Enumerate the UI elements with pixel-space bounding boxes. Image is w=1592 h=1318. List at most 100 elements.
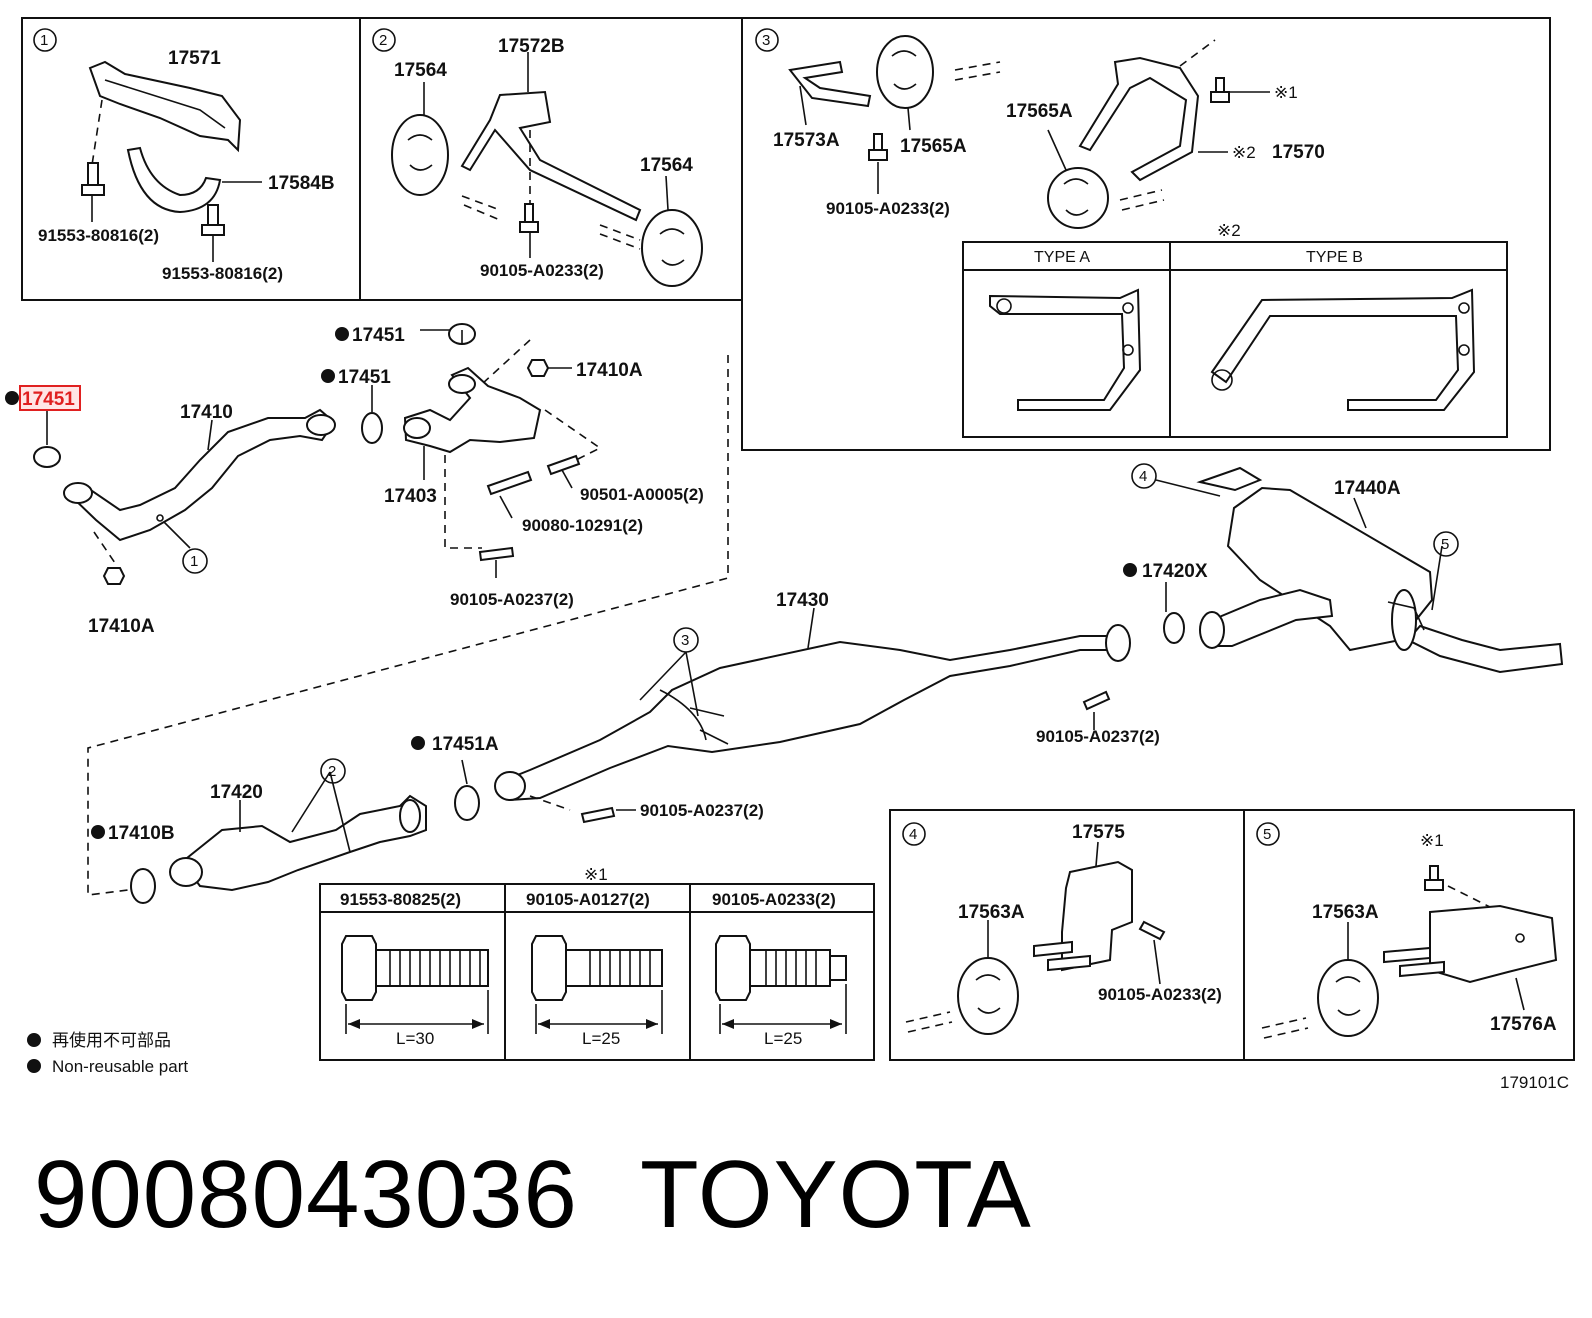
label-17430: 17430 xyxy=(776,590,829,611)
catalytic-converter-17420 xyxy=(180,794,427,892)
ref-note-1: ※1 xyxy=(1274,83,1298,102)
bolt-icon xyxy=(1082,690,1111,711)
type-table-title: ※2 xyxy=(1217,221,1241,240)
label-91553-80816-a: 91553-80816(2) xyxy=(38,226,159,245)
non-reusable-dot xyxy=(91,825,105,839)
bolt-icon xyxy=(478,546,515,562)
callout-4: 4 xyxy=(1131,463,1157,489)
bolt-col-1-length: L=30 xyxy=(396,1029,434,1048)
panel-1: 1 17571 17584B 91553-80816(2) 91553-8081… xyxy=(21,17,361,301)
bolt-icon xyxy=(1424,865,1444,891)
svg-text:4: 4 xyxy=(1139,468,1147,485)
label-17410A-bottom: 17410A xyxy=(88,616,155,637)
hanger-bracket-17570 xyxy=(1078,56,1200,182)
label-90105-A0233-p2: 90105-A0233(2) xyxy=(480,261,604,280)
gasket-17451A xyxy=(454,785,480,821)
rubber-hanger-17563A-p4 xyxy=(957,957,1019,1035)
footer-part-number: 9008043036 xyxy=(34,1141,578,1248)
type-b-hanger xyxy=(1210,288,1476,411)
label-17584B: 17584B xyxy=(268,173,335,194)
label-90501-A0005: 90501-A0005(2) xyxy=(580,485,704,504)
label-17563A-p5: 17563A xyxy=(1312,902,1379,923)
rubber-hanger-17565A-b xyxy=(1047,167,1109,229)
label-17564-b: 17564 xyxy=(640,155,693,176)
label-90105-A0237-c: 90105-A0237(2) xyxy=(640,801,764,820)
clamp-17584B xyxy=(126,146,222,214)
panel-4: 4 17575 17563A 90105-A0233(2) xyxy=(889,809,1245,1061)
label-17565A-a: 17565A xyxy=(900,136,967,157)
svg-text:3: 3 xyxy=(762,32,770,49)
gasket-17451-highlight xyxy=(33,446,61,468)
label-17575: 17575 xyxy=(1072,822,1125,843)
label-90080-10291: 90080-10291(2) xyxy=(522,516,643,535)
bolt-col-1-part: 91553-80825(2) xyxy=(340,890,461,909)
bolt-col-2-length: L=25 xyxy=(582,1029,620,1048)
bolt-icon xyxy=(1138,920,1166,941)
panel-3-number: 3 xyxy=(755,28,779,52)
label-17573A: 17573A xyxy=(773,130,840,151)
svg-text:1: 1 xyxy=(40,32,48,49)
panel-1-number: 1 xyxy=(33,28,57,52)
bolt-icon xyxy=(1210,77,1230,103)
callout-3: 3 xyxy=(673,627,699,653)
hanger-bracket-17572B xyxy=(460,90,642,222)
panel-3: 3 17573A 17565A 17565A ※1 ※2 17570 90105… xyxy=(741,17,1551,451)
label-17403: 17403 xyxy=(384,486,437,507)
non-reusable-dot xyxy=(321,369,335,383)
label-17571: 17571 xyxy=(168,48,221,69)
label-17420: 17420 xyxy=(210,782,263,803)
bolt-drawing-1 xyxy=(341,935,489,1034)
nut-icon xyxy=(102,567,126,585)
label-17451-mid: 17451 xyxy=(338,367,391,388)
rubber-hanger-17564-a xyxy=(391,114,449,196)
front-pipe-17410 xyxy=(68,408,336,542)
nut-icon xyxy=(526,359,550,377)
panel-4-number: 4 xyxy=(902,822,926,846)
main-assembly: 1 2 3 4 5 17451 17451 17451 17410A 17410… xyxy=(5,323,1564,904)
non-reusable-dot xyxy=(335,327,349,341)
bracket-17575 xyxy=(1061,860,1133,972)
non-reusable-dot xyxy=(5,391,19,405)
callout-1: 1 xyxy=(182,548,208,574)
svg-text:1: 1 xyxy=(190,553,198,570)
label-90105-A0237-a: 90105-A0237(2) xyxy=(450,590,574,609)
label-90105-A0237-b: 90105-A0237(2) xyxy=(1036,727,1160,746)
bolt-drawing-3 xyxy=(715,935,847,1034)
gasket-17420X xyxy=(1163,612,1185,644)
heat-insulator-17571 xyxy=(88,60,242,153)
label-17565A-b: 17565A xyxy=(1006,101,1073,122)
non-reusable-dot xyxy=(1123,563,1137,577)
label-17451A: 17451A xyxy=(432,734,499,755)
bolt-icon xyxy=(519,203,539,233)
legend-english: Non-reusable part xyxy=(52,1057,188,1076)
center-pipe-17430 xyxy=(498,635,1120,802)
label-17570: 17570 xyxy=(1272,142,1325,163)
panel-2-number: 2 xyxy=(372,28,396,52)
legend: 再使用不可部品 Non-reusable part xyxy=(27,1030,188,1076)
type-a-header: TYPE A xyxy=(1034,249,1090,266)
callout-2: 2 xyxy=(320,758,346,784)
type-a-hanger xyxy=(989,288,1142,411)
panel-5: 5 ※1 17563A 17576A xyxy=(1243,809,1575,1061)
bolt-icon xyxy=(81,162,105,196)
label-90105-A0233-p4: 90105-A0233(2) xyxy=(1098,985,1222,1004)
label-17451-highlighted[interactable]: 17451 xyxy=(22,389,75,410)
label-17572B: 17572B xyxy=(498,36,565,57)
legend-chinese: 再使用不可部品 xyxy=(52,1030,171,1050)
bolt-icon xyxy=(580,806,616,824)
label-17410A-top: 17410A xyxy=(576,360,643,381)
rubber-hanger-17563A-p5 xyxy=(1317,959,1379,1037)
non-reusable-dot xyxy=(411,736,425,750)
label-17410B: 17410B xyxy=(108,823,175,844)
label-17410: 17410 xyxy=(180,402,233,423)
bolt-icon xyxy=(201,204,225,236)
bolt-col-3-part: 90105-A0233(2) xyxy=(712,890,836,909)
bolt-col-2-part: 90105-A0127(2) xyxy=(526,890,650,909)
bolt-table: ※1 91553-80825(2) 90105-A0127(2) 90105-A… xyxy=(319,865,875,1061)
bolt-icon xyxy=(486,470,533,496)
hanger-17573A xyxy=(788,60,872,108)
callout-5: 5 xyxy=(1433,531,1459,557)
label-17564-a: 17564 xyxy=(394,60,447,81)
svg-text:2: 2 xyxy=(379,32,387,49)
